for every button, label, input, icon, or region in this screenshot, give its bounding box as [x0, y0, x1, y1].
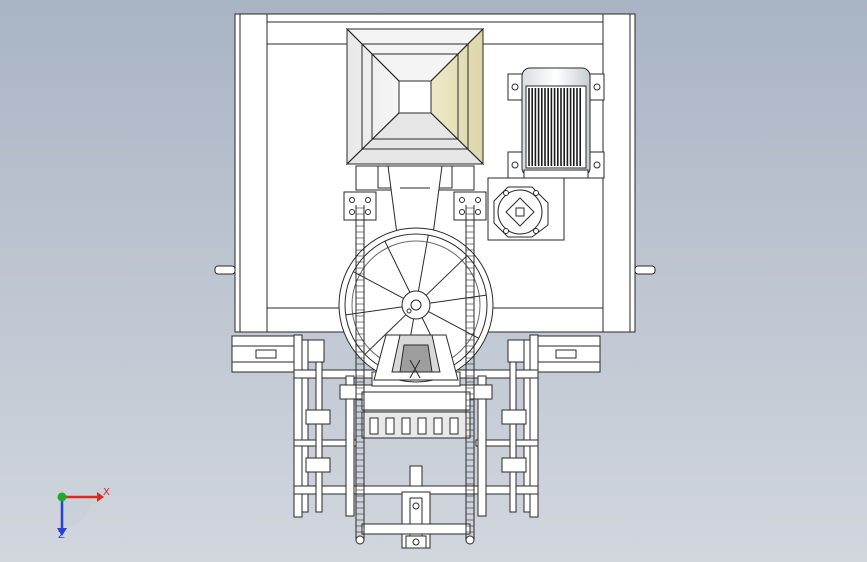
support-frame [293, 334, 539, 549]
drive-chains [355, 205, 475, 545]
x-axis-label: X [103, 487, 110, 498]
roller-assembly [339, 371, 493, 439]
feed-wheel [338, 227, 494, 383]
motor [507, 67, 605, 179]
side-cylinders [231, 335, 601, 373]
hopper [345, 27, 485, 166]
gearbox [487, 177, 565, 241]
z-axis-label: Z [58, 530, 65, 541]
coordinate-triad [57, 492, 104, 536]
